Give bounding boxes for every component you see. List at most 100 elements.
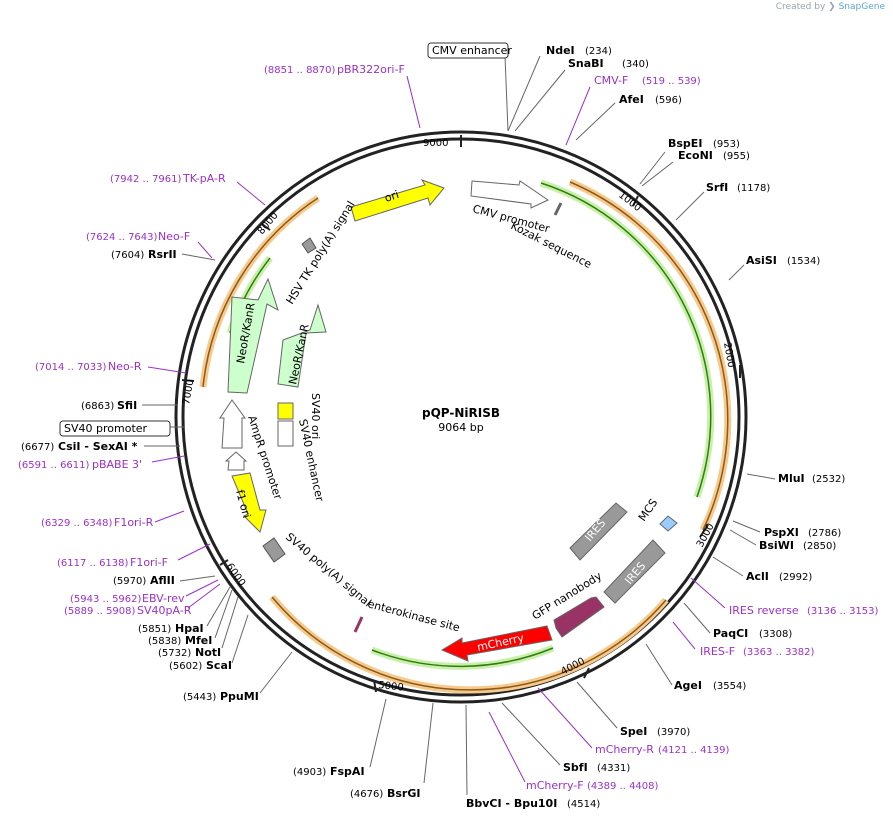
leader-ndei [507,55,541,132]
feature-f1-ori[interactable] [231,472,267,533]
primer-name-tk-pa-r[interactable]: TK-pA-R [182,172,226,185]
site-name-afei[interactable]: AfeI [619,93,644,106]
site-name-bsrgi[interactable]: BsrGI [387,787,420,800]
primer-pos-tk-pa-r: (7942 .. 7961) [110,174,182,185]
primer-leader-mcherry-f [488,711,526,783]
primer-name-neo-r[interactable]: Neo-R [108,360,142,373]
site-name-snabi[interactable]: SnaBI [568,57,604,70]
feature-sv40-polya[interactable] [262,537,286,563]
feature-kozak-sequence[interactable] [553,202,563,216]
site-name-srfi[interactable]: SrfI [706,181,728,194]
leader-noti [221,596,239,649]
feature-gfp-nanobody[interactable] [553,596,605,638]
site-name-econi[interactable]: EcoNI [678,149,713,162]
primer-pos-ebv-rev: (5943 .. 5962) [70,594,142,605]
leader-spei [576,681,618,729]
feature-ires-2[interactable] [603,539,666,604]
tick-mark-3000 [699,524,709,538]
feature-sv40-enhancer[interactable] [277,420,294,447]
site-name-noti[interactable]: NotI [195,646,221,659]
feature-neor-kanr-1[interactable] [227,277,279,394]
tick-mark-4000 [583,667,590,679]
feature-mcherry[interactable] [440,625,553,662]
feature-neor-kanr-2[interactable] [277,303,327,388]
site-name-bbvci[interactable]: BbvCI - Bpu10I [466,797,557,810]
site-pos-srfi: (1178) [737,183,770,194]
tick-mark-5000 [373,679,377,693]
feature-label-sv40-polya: SV40 poly(A) signal [283,530,374,609]
primer-pos-pbr322ori-f: (8851 .. 8870) [264,65,336,76]
primer-name-cmv-f[interactable]: CMV-F [594,74,628,87]
feature-label-kozak: Kozak sequence [509,219,594,271]
primer-leader-pbabe3 [151,455,185,463]
feature-cmv-promoter[interactable] [470,180,550,209]
site-name-csii[interactable]: CsiI - SexAI * [58,440,138,453]
leader-hpai [206,586,231,627]
site-pos-ndei: (234) [585,46,612,57]
site-name-mlui[interactable]: MluI [778,472,805,485]
site-name-bspei[interactable]: BspEI [668,137,702,150]
site-pos-csii: (6677) [21,442,54,453]
site-name-hpai[interactable]: HpaI [175,622,204,635]
primer-leader-ebv-rev [185,579,219,597]
primer-name-mcherry-r[interactable]: mCherry-R [595,743,654,756]
feature-enterokinase-site[interactable] [353,616,364,633]
leader-cmv-enhancer [504,55,509,132]
site-name-scai[interactable]: ScaI [206,659,232,672]
site-name-asisi[interactable]: AsiSI [746,254,777,267]
site-name-spei[interactable]: SpeI [620,725,647,738]
site-pos-aflii: (5970) [113,576,146,587]
leader-bbvci [465,704,468,796]
site-name-ppumi[interactable]: PpuMI [220,690,259,703]
orf-arc-left-outer-line [202,197,319,388]
feature-ires-1[interactable] [569,502,628,561]
site-pos-fspai: (4903) [293,767,326,778]
primer-name-sv40pa-r[interactable]: SV40pA-R [137,604,192,617]
site-name-paqci[interactable]: PaqCI [713,627,748,640]
feature-mcs[interactable] [659,515,678,532]
site-name-acli[interactable]: AclI [746,570,769,583]
feature-sv40-ori[interactable] [277,402,294,420]
primer-name-neo-f[interactable]: Neo-F [158,230,190,243]
feature-ampr-promoter-2[interactable] [224,451,248,471]
primer-name-f1ori-r[interactable]: F1ori-R [114,516,154,529]
site-name-pspxi[interactable]: PspXI [764,526,799,539]
feature-ori[interactable] [350,179,445,222]
site-name-fspai[interactable]: FspAI [330,765,365,778]
primer-name-pbr322ori-f[interactable]: pBR322ori-F [337,63,405,76]
primer-name-ires-f[interactable]: IRES-F [700,645,735,658]
site-name-aflii[interactable]: AflII [150,574,175,587]
leader-mfei [214,589,233,639]
site-pos-bsrgi: (4676) [350,789,383,800]
primer-leader-pbr322ori-f [406,75,421,129]
primer-name-mcherry-f[interactable]: mCherry-F [526,779,584,792]
site-name-mfei[interactable]: MfeI [185,634,212,647]
primer-name-f1ori-f[interactable]: F1ori-F [130,556,168,569]
primer-leader-neo-f [197,241,213,259]
site-pos-paqci: (3308) [759,629,792,640]
site-pos-ppumi: (5443) [183,692,216,703]
feature-hsv-tk-polya[interactable] [301,237,317,254]
site-pos-bbvci: (4514) [567,799,600,810]
site-pos-bsiwi: (2850) [803,541,836,552]
site-pos-afei: (596) [655,95,682,106]
site-name-sfii[interactable]: SfiI [117,399,137,412]
site-name-agei[interactable]: AgeI [674,679,702,692]
snapgene-logo-icon: ❯ [828,2,836,12]
site-name-bsiwi[interactable]: BsiWI [759,539,794,552]
primer-name-pbabe3[interactable]: pBABE 3' [92,458,142,471]
site-pos-mlui: (2532) [812,474,845,485]
site-name-rsrii[interactable]: RsrII [148,248,177,261]
site-name-ndei[interactable]: NdeI [546,44,575,57]
primer-name-ebv-rev[interactable]: EBV-rev [142,592,185,605]
primer-name-ires-reverse[interactable]: IRES reverse [729,604,799,617]
site-name-sbfi[interactable]: SbfI [563,761,588,774]
snapgene-brand: Created by ❯ SnapGene [776,2,885,12]
leader-srfi [675,191,705,221]
site-pos-pspxi: (2786) [808,528,841,539]
feature-ampr-promoter[interactable] [219,399,246,449]
leader-bspei [639,151,666,185]
primer-leaders [147,75,726,783]
leader-pspxi [732,520,761,533]
